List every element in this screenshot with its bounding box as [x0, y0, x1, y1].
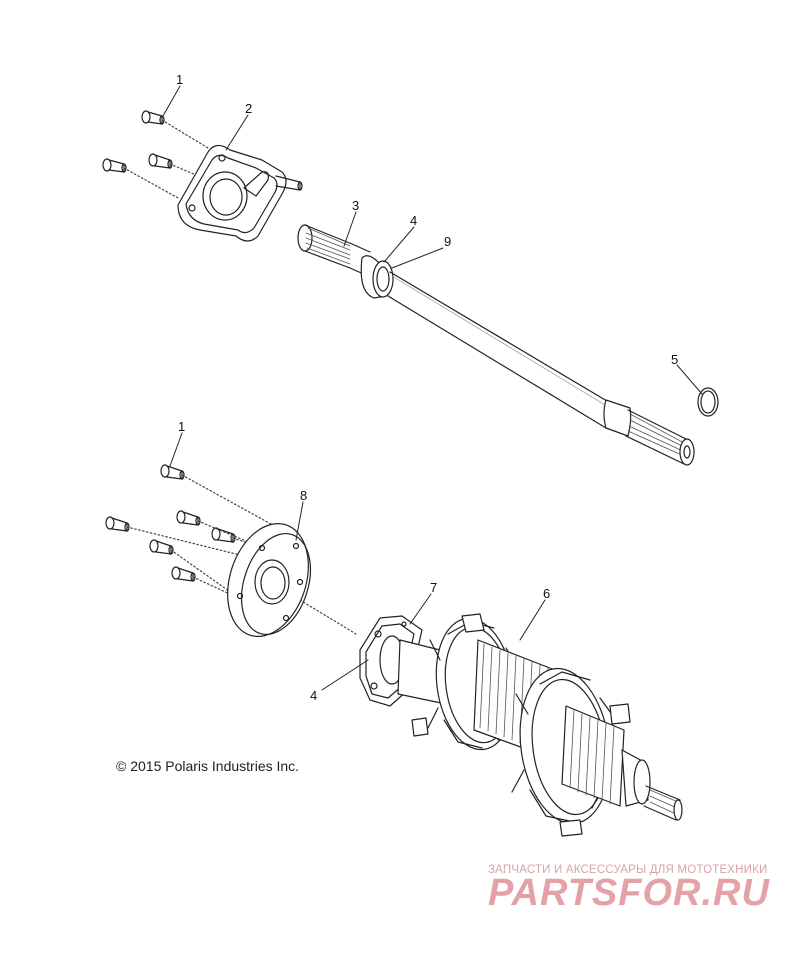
- callout-6: 6: [543, 586, 550, 601]
- callout-9: 9: [444, 234, 451, 249]
- watermark-logo: PARTSFOR.RU: [488, 872, 770, 914]
- bolt-top-1: [141, 110, 165, 125]
- callout-4-top: 4: [410, 213, 417, 228]
- watermark-subtitle: ЗАПЧАСТИ И АКСЕССУАРЫ ДЛЯ МОТОТЕХНИКИ: [488, 864, 768, 876]
- copyright-notice: © 2015 Polaris Industries Inc.: [116, 758, 300, 774]
- bolt-bottom-6: [171, 566, 196, 582]
- bolt-top-2: [102, 158, 127, 173]
- bolt-bottom-2: [105, 516, 130, 532]
- bolt-bottom-3: [176, 510, 201, 526]
- callout-5: 5: [671, 352, 678, 367]
- o-ring: [697, 387, 719, 417]
- bearing-plate: [177, 144, 303, 242]
- bolt-bottom-1: [160, 464, 185, 480]
- callout-3: 3: [352, 198, 359, 213]
- bolt-top-3: [148, 153, 173, 169]
- sprocket-hub: [397, 613, 683, 837]
- callout-4-bottom: 4: [310, 688, 317, 703]
- callout-7: 7: [430, 580, 437, 595]
- drive-shaft: [297, 224, 695, 466]
- callout-1-bottom: 1: [178, 419, 185, 434]
- callout-1-top: 1: [176, 72, 183, 87]
- bolt-bottom-5: [149, 539, 174, 555]
- callout-8: 8: [300, 488, 307, 503]
- flange-plate: [227, 523, 312, 637]
- callout-2: 2: [245, 101, 252, 116]
